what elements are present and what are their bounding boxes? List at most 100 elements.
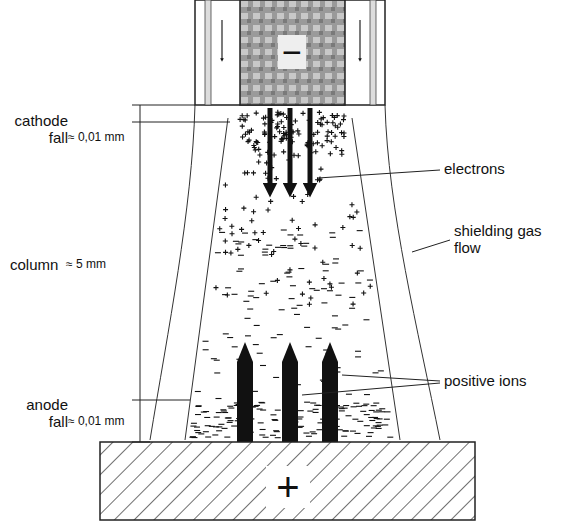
minus-mark — [353, 403, 359, 404]
minus-mark — [211, 358, 217, 359]
minus-mark — [218, 424, 224, 425]
minus-mark — [272, 420, 278, 421]
minus-mark — [259, 283, 265, 284]
plus-mark — [238, 117, 243, 122]
plus-mark — [318, 167, 323, 172]
minus-mark — [356, 406, 362, 407]
minus-mark — [304, 402, 310, 403]
plus-mark — [223, 250, 228, 255]
minus-mark — [191, 423, 197, 424]
minus-mark — [227, 337, 233, 338]
minus-mark — [301, 246, 307, 247]
minus-mark — [275, 410, 281, 411]
plus-mark — [275, 122, 280, 127]
plus-mark — [246, 243, 251, 248]
plus-mark — [223, 183, 228, 188]
plus-mark — [351, 302, 356, 307]
minus-mark — [270, 414, 276, 415]
minus-mark — [316, 338, 322, 339]
minus-mark — [222, 294, 228, 295]
part-label: positive ions — [444, 372, 564, 389]
minus-mark — [238, 255, 244, 256]
minus-mark — [262, 252, 268, 253]
minus-mark — [332, 327, 338, 328]
minus-mark — [321, 302, 327, 303]
minus-mark — [247, 308, 253, 309]
plus-mark — [292, 237, 297, 242]
plus-mark — [255, 140, 260, 145]
plus-mark — [333, 134, 338, 139]
electron-arrow — [308, 108, 313, 190]
minus-mark — [366, 436, 372, 437]
plus-mark — [223, 239, 228, 244]
minus-mark — [195, 406, 201, 407]
minus-mark — [351, 406, 357, 407]
plus-mark — [307, 280, 312, 285]
minus-mark — [303, 243, 309, 244]
plus-mark — [361, 291, 366, 296]
plus-mark — [256, 147, 261, 152]
minus-mark — [279, 309, 285, 310]
minus-mark — [369, 420, 375, 421]
plus-mark — [329, 285, 334, 290]
minus-mark — [376, 422, 382, 423]
minus-mark — [342, 408, 348, 409]
minus-mark — [323, 264, 329, 265]
minus-mark — [313, 412, 319, 413]
minus-mark — [323, 270, 329, 271]
electron-arrow — [268, 108, 273, 190]
minus-mark — [313, 409, 319, 410]
gas-nozzle — [195, 0, 385, 105]
minus-mark — [225, 417, 231, 418]
dimension: ≈ 0,01 mm — [68, 415, 134, 429]
minus-mark — [349, 308, 355, 309]
minus-mark — [343, 405, 349, 406]
plus-mark — [326, 129, 331, 134]
minus-mark — [360, 411, 366, 412]
minus-mark — [352, 419, 358, 420]
plus-mark — [256, 160, 261, 165]
minus-mark — [287, 234, 293, 235]
minus-mark — [277, 334, 283, 335]
plus-mark — [351, 215, 356, 220]
minus-mark — [349, 297, 355, 298]
plus-mark — [330, 120, 335, 125]
minus-mark — [273, 377, 279, 378]
plus-mark — [296, 132, 301, 137]
minus-mark — [214, 360, 220, 361]
minus-mark — [232, 294, 238, 295]
plus-mark — [354, 210, 359, 215]
plus-mark — [261, 116, 266, 121]
minus-mark — [216, 430, 222, 431]
minus-mark — [314, 405, 320, 406]
ion-arrow — [237, 342, 253, 442]
plus-mark — [347, 214, 352, 219]
plus-mark — [368, 284, 373, 289]
plus-mark — [235, 247, 240, 252]
plus-mark — [268, 199, 273, 204]
minus-mark — [367, 280, 373, 281]
minus-mark — [336, 295, 342, 296]
minus-mark — [226, 417, 232, 418]
plus-mark — [272, 134, 277, 139]
minus-mark — [332, 262, 338, 263]
minus-mark — [297, 234, 303, 235]
plus-mark — [240, 134, 245, 139]
minus-mark — [195, 414, 201, 415]
electron-arrows — [270, 108, 310, 190]
minus-mark — [215, 252, 221, 253]
plus-mark — [301, 111, 306, 116]
minus-mark — [314, 290, 320, 291]
plus-mark — [277, 129, 282, 134]
plus-mark — [300, 292, 305, 297]
plus-mark — [282, 133, 287, 138]
plus-mark — [254, 111, 259, 116]
minus-mark — [330, 237, 336, 238]
minus-mark — [232, 346, 238, 347]
minus-mark — [371, 405, 377, 406]
minus-mark — [196, 405, 202, 406]
minus-mark — [310, 402, 316, 403]
minus-mark — [245, 335, 251, 336]
minus-mark — [233, 241, 239, 242]
